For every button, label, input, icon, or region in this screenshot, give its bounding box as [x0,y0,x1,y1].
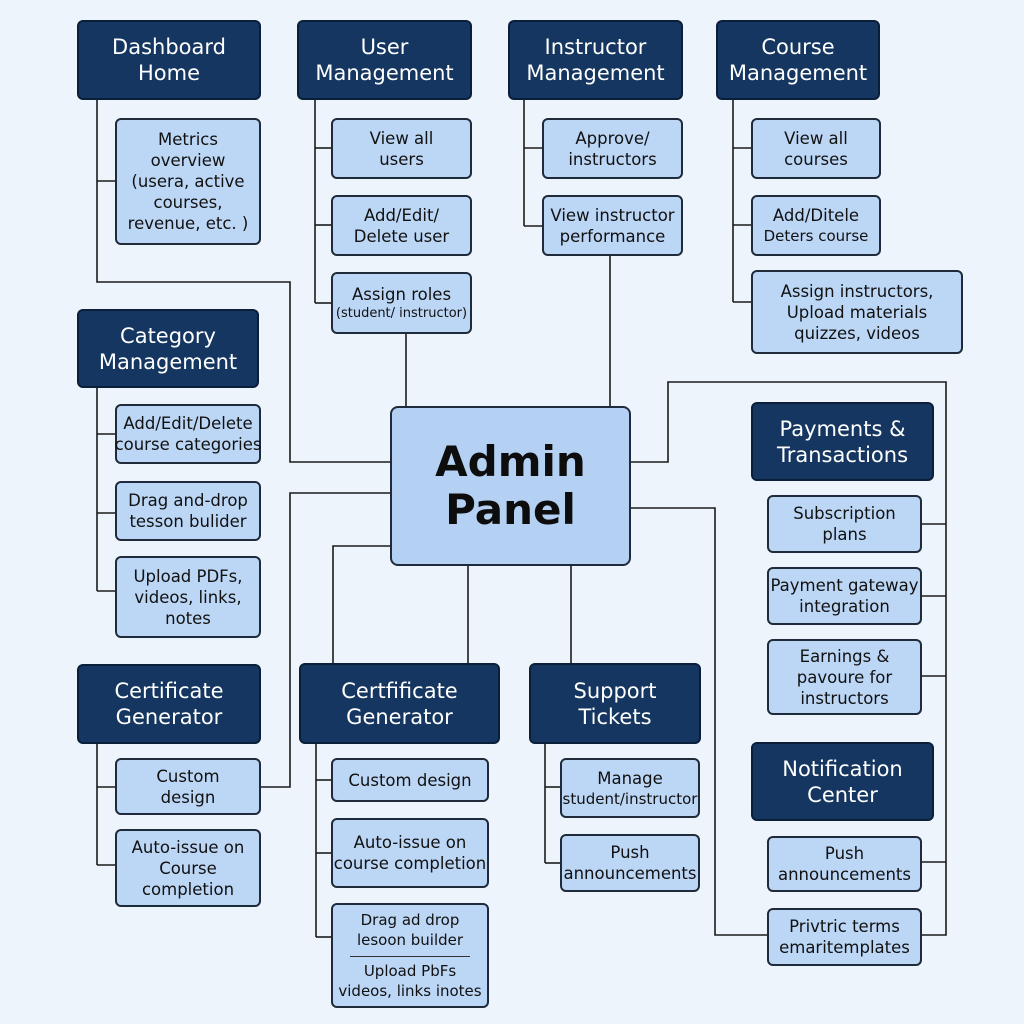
payments-transactions-node[interactable]: Payments & Transactions [751,402,934,481]
support-push-announcements[interactable]: Push announcements [560,834,700,892]
certificate-mid-custom-design[interactable]: Custom design [331,758,489,802]
certificate-generator-mid-node[interactable]: Certfificate Generator [299,663,500,744]
category-drag-drop-builder[interactable]: Drag and-drop tesson bulider [115,481,261,541]
connector-dashboard [96,100,390,463]
dashboard-home-node[interactable]: Dashboard Home [77,20,261,100]
admin-panel-title-line1: Admin [435,437,586,486]
admin-panel-node[interactable]: Admin Panel [390,406,631,566]
notification-email-templates[interactable]: Privtric terms emaritemplates [767,908,922,966]
certificate-mid-auto-issue[interactable]: Auto-issue on course completion [331,818,489,888]
certificate-left-custom-design[interactable]: Custom design [115,758,261,815]
connector-payments [631,381,947,936]
certificate-generator-left-node[interactable]: Certificate Generator [77,664,261,744]
dashboard-metrics-overview[interactable]: Metrics overview (usera, active courses,… [115,118,261,245]
category-upload-content[interactable]: Upload PDFs, videos, links, notes [115,556,261,638]
support-manage-tickets[interactable]: Manage student/instructor [560,758,700,818]
course-management-node[interactable]: Course Management [716,20,880,100]
support-tickets-node[interactable]: Support Tickets [529,663,701,744]
payments-gateway-integration[interactable]: Payment gateway integration [767,567,922,625]
notification-push-announcements[interactable]: Push announcements [767,836,922,892]
admin-panel-title-line2: Panel [445,485,576,534]
user-view-all[interactable]: View all users [331,118,472,179]
connector-notification [631,507,767,936]
instructor-management-node[interactable]: Instructor Management [508,20,683,100]
item-divider [350,956,470,957]
course-view-all[interactable]: View all courses [751,118,881,179]
category-management-node[interactable]: Category Management [77,309,259,388]
instructor-performance[interactable]: View instructor performance [542,195,683,256]
instructor-approve[interactable]: Approve/ instructors [542,118,683,179]
user-management-node[interactable]: User Management [297,20,472,100]
notification-center-node[interactable]: Notification Center [751,742,934,821]
certificate-mid-builder-upload[interactable]: Drag ad drop lesoon builder Upload PbFs … [331,903,489,1008]
payments-instructor-earnings[interactable]: Earnings & pavoure for instructors [767,639,922,715]
connector-certificate-left [261,492,390,788]
certificate-left-auto-issue[interactable]: Auto-issue on Course completion [115,829,261,907]
user-add-edit-delete[interactable]: Add/Edit/ Delete user [331,195,472,256]
user-assign-roles[interactable]: Assign roles (student/ instructor) [331,272,472,334]
category-add-edit-delete[interactable]: Add/Edit/Delete course categories [115,404,261,464]
payments-subscription-plans[interactable]: Subscription plans [767,495,922,553]
course-assign-upload[interactable]: Assign instructors, Upload materials qui… [751,270,963,354]
course-add-delete[interactable]: Add/Ditele Deters course [751,195,881,256]
